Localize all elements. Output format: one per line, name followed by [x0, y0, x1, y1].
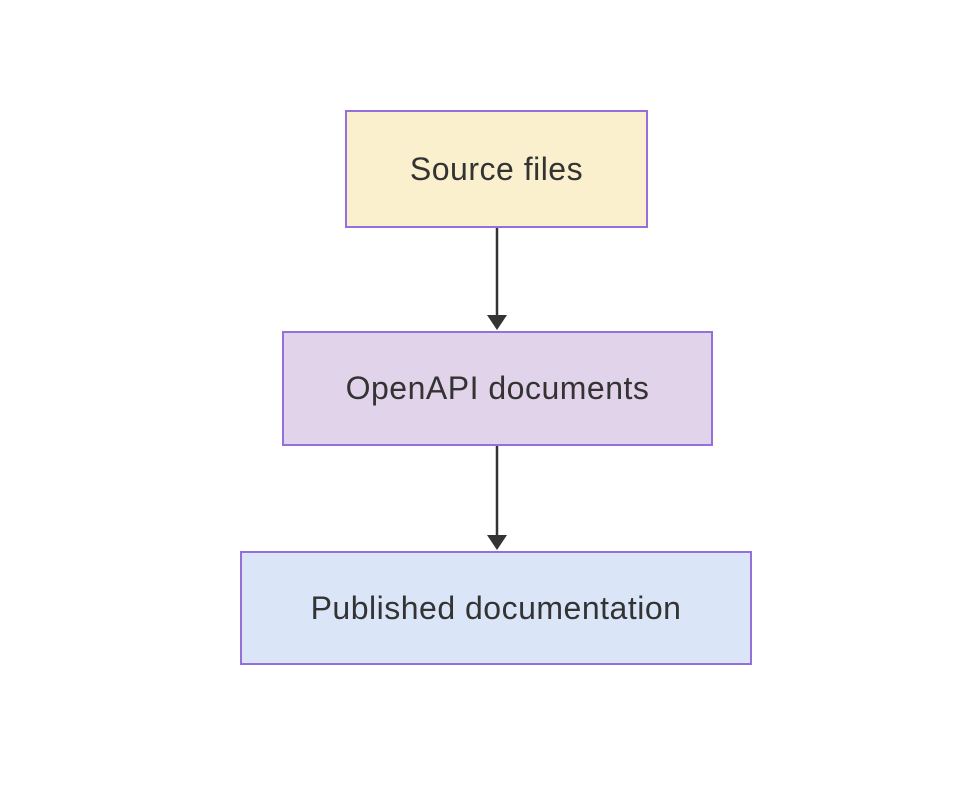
node-openapi-documents: OpenAPI documents: [282, 331, 713, 446]
node-source-files: Source files: [345, 110, 648, 228]
node-openapi-documents-label: OpenAPI documents: [345, 370, 650, 406]
arrow-openapi-to-published: [487, 446, 507, 550]
node-published-documentation: Published documentation: [240, 551, 752, 665]
node-source-files-label: Source files: [409, 150, 584, 187]
arrow-source-to-openapi: [487, 228, 507, 330]
node-published-documentation-label: Published documentation: [310, 589, 682, 626]
